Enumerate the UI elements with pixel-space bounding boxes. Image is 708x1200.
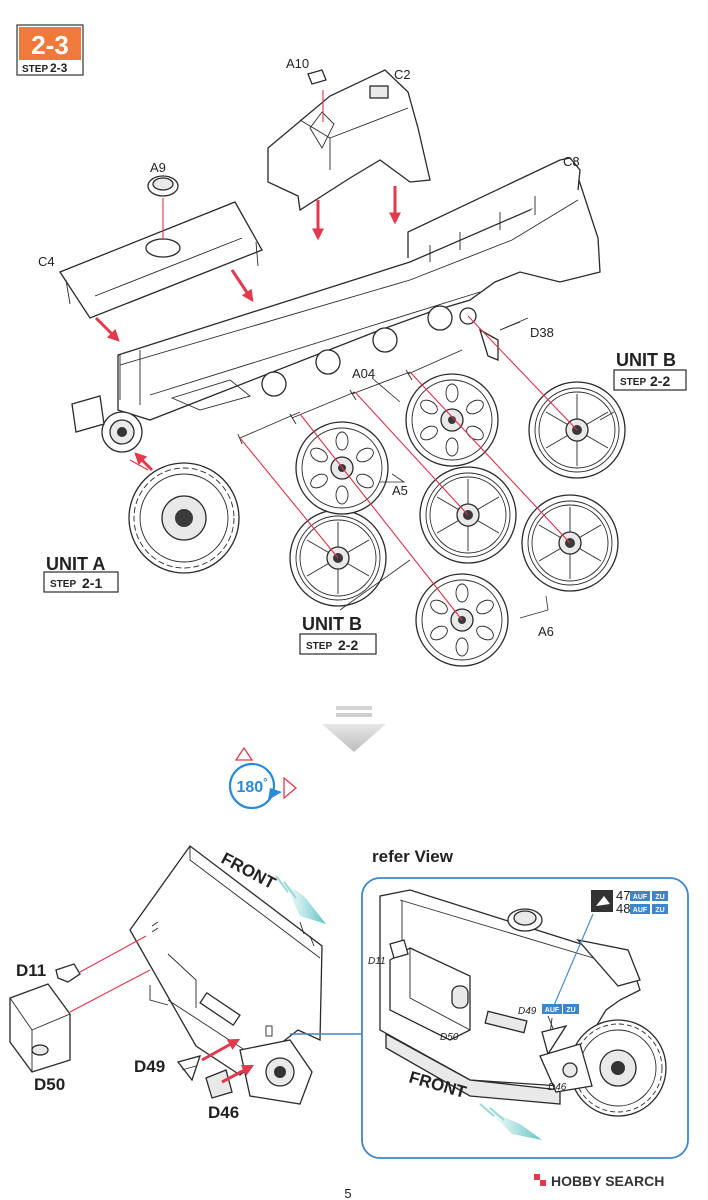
refer-view-title: refer View (372, 847, 454, 866)
legend-tag: ZU (655, 907, 664, 914)
unit-title: UNIT B (616, 350, 676, 370)
label-d46: D46 (208, 1103, 239, 1122)
lower-guide-lines (69, 935, 151, 1013)
refer-hull (379, 889, 667, 1117)
unit-title: UNIT A (46, 554, 105, 574)
next-step-arrow (322, 706, 386, 752)
front-direction-arrow (275, 875, 326, 924)
unit-a-callout: UNIT A STEP 2-1 (43, 554, 119, 593)
hull-side-underside (129, 845, 323, 1105)
part-d11 (55, 963, 81, 983)
alignment-lines (129, 90, 578, 621)
refer-label-d50: D50 (440, 1032, 459, 1043)
rotate-arrowhead-icon (268, 788, 282, 800)
unit-b-callout-right: UNIT B STEP 2-2 (613, 350, 687, 391)
label-d38: D38 (530, 325, 554, 340)
legend-number: 48 (616, 901, 630, 916)
drive-sprocket (128, 462, 240, 574)
label-c4: C4 (38, 254, 55, 269)
refer-callout-tags: AUF ZU (542, 1004, 579, 1014)
unit-step-word: STEP (50, 579, 76, 590)
label-a04: A04 (352, 366, 375, 381)
brand-logo-icon (534, 1174, 546, 1186)
page-number: 5 (344, 1186, 351, 1200)
part-a9 (147, 175, 179, 197)
part-d50 (9, 983, 71, 1073)
leader-lines (339, 321, 615, 619)
rotate-value: 180° (236, 777, 267, 796)
label-d50: D50 (34, 1075, 65, 1094)
unit-step-word: STEP (306, 641, 332, 652)
unit-step-number: 2-2 (338, 637, 358, 653)
rotate-180-indicator: 180° (228, 746, 298, 810)
label-a10: A10 (286, 56, 309, 71)
brand-logo: HOBBY SEARCH (534, 1173, 664, 1189)
label-c2: C2 (394, 67, 411, 82)
upper-exploded-view: A10 C2 C8 A9 C4 D38 A04 A5 A6 UNIT B STE… (38, 56, 687, 667)
unit-title: UNIT B (302, 614, 362, 634)
road-wheel-inner-2 (405, 373, 499, 467)
label-d49: D49 (134, 1057, 165, 1076)
callout-tag: AUF (545, 1007, 560, 1014)
refer-view-panel: refer View (361, 847, 689, 1159)
brand-text: HOBBY SEARCH (551, 1173, 664, 1189)
step-badge: 2-3 STEP 2-3 (16, 24, 84, 76)
step-number: 2-3 (31, 30, 69, 60)
rotate-right-triangle (283, 776, 298, 800)
rear-idler (71, 395, 143, 453)
refer-legend: 47 AUF ZU 48 AUF ZU (551, 888, 668, 1011)
footer: 5 HOBBY SEARCH (344, 1173, 664, 1200)
refer-label-d46: D46 (548, 1082, 567, 1093)
refer-label-d11: D11 (368, 956, 386, 967)
lower-assembly-view: FRONT D11 D50 D49 D46 (9, 845, 362, 1122)
hood-part-c2 (267, 69, 431, 212)
legend-tag: ZU (655, 894, 664, 901)
step-sub-number: 2-3 (50, 61, 68, 75)
part-a10 (307, 69, 327, 85)
part-d46 (205, 1069, 233, 1099)
lower-assembly-arrows (201, 1038, 255, 1084)
assembly-arrows (94, 186, 401, 472)
label-c8: C8 (563, 154, 580, 169)
label-a5: A5 (392, 483, 408, 498)
label-a9: A9 (150, 160, 166, 175)
hull-frame-c8 (71, 157, 601, 453)
lower-idler-mount (239, 1039, 313, 1105)
callout-tag: ZU (566, 1007, 575, 1014)
legend-tag: AUF (633, 894, 648, 901)
label-d11: D11 (16, 961, 46, 980)
deck-panel-c4 (59, 201, 263, 319)
step-badge-fill (19, 27, 81, 60)
unit-step-word: STEP (620, 377, 646, 388)
label-a6: A6 (538, 624, 554, 639)
legend-tag: AUF (633, 907, 648, 914)
part-d49 (176, 1055, 202, 1082)
rotate-top-triangle (234, 746, 254, 761)
refer-front-arrow (479, 1103, 542, 1140)
unit-step-number: 2-1 (82, 575, 102, 591)
unit-b-callout-bottom: UNIT B STEP 2-2 (299, 614, 377, 655)
refer-label-d49: D49 (518, 1006, 537, 1017)
unit-step-number: 2-2 (650, 373, 670, 389)
legend-number: 47 (616, 888, 630, 903)
step-sub-word: STEP (22, 64, 48, 75)
